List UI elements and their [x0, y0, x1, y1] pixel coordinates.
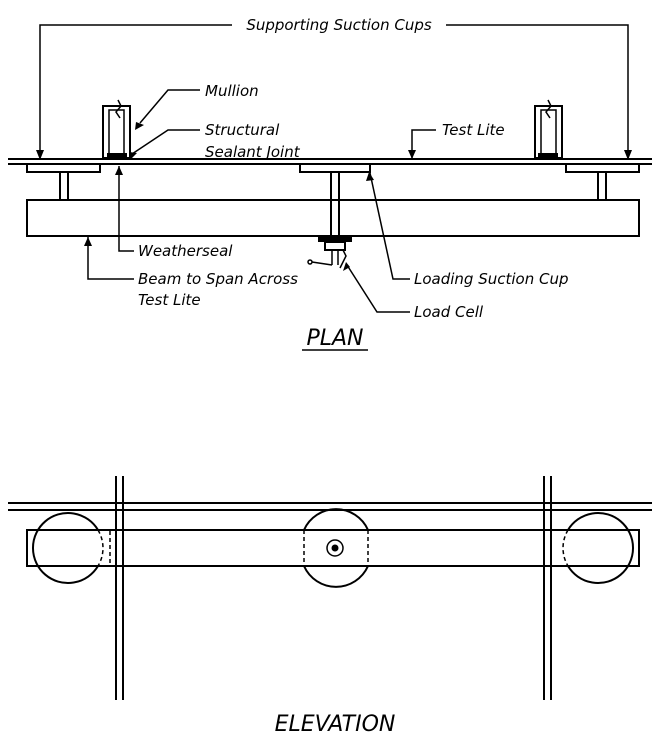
beam-callout: Beam to Span Across Test Lite: [84, 237, 298, 309]
elevation-load-cell-inner: [331, 544, 339, 552]
elevation-view: ELEVATION: [8, 476, 652, 737]
supporting-suction-cups-label: Supporting Suction Cups: [246, 16, 432, 34]
elevation-title: ELEVATION: [275, 712, 396, 737]
elevation-load-cell-outer: [326, 539, 344, 557]
load-cell-callout: Load Cell: [343, 262, 484, 321]
beam: [26, 199, 640, 237]
plan-title: PLAN: [306, 326, 363, 351]
weatherseal-callout: Weatherseal: [115, 166, 233, 260]
structural-sealant-joint-right: [538, 153, 558, 158]
supporting-suction-cups-callout: Supporting Suction Cups: [36, 16, 632, 160]
test-lite-callout: Test Lite: [408, 121, 505, 159]
beam-label-line2: Test Lite: [138, 291, 201, 309]
load-cell-label: Load Cell: [414, 303, 484, 321]
mullion-label: Mullion: [205, 82, 259, 100]
loading-suction-cup-label: Loading Suction Cup: [414, 270, 569, 288]
elevation-beam: [26, 529, 640, 567]
load-cell: [307, 237, 352, 269]
plan-view: Supporting Suction Cups Mullion Structur…: [8, 16, 652, 351]
loading-suction-cup: [299, 163, 371, 173]
elevation-supporting-cup-left: [32, 512, 99, 584]
weatherseal-label: Weatherseal: [138, 242, 233, 260]
mullion-right: [534, 99, 563, 159]
supporting-suction-cup-right: [565, 163, 640, 173]
beam-label-line1: Beam to Span Across: [138, 270, 298, 288]
structural-sealant-joint-left: [107, 153, 127, 158]
structural-label: Structural: [205, 121, 280, 139]
sealant-joint-label: Sealant Joint: [205, 143, 301, 161]
elevation-loading-cup: [303, 508, 369, 531]
elevation-supporting-cup-right: [567, 512, 634, 584]
supporting-suction-cup-left: [26, 163, 101, 173]
mullion-left: [102, 99, 131, 159]
structural-sealant-joint-callout: Structural Sealant Joint: [129, 121, 301, 161]
test-lite-label: Test Lite: [442, 121, 505, 139]
mullion-callout: Mullion: [135, 82, 259, 130]
loading-suction-cup-callout: Loading Suction Cup: [366, 172, 569, 288]
